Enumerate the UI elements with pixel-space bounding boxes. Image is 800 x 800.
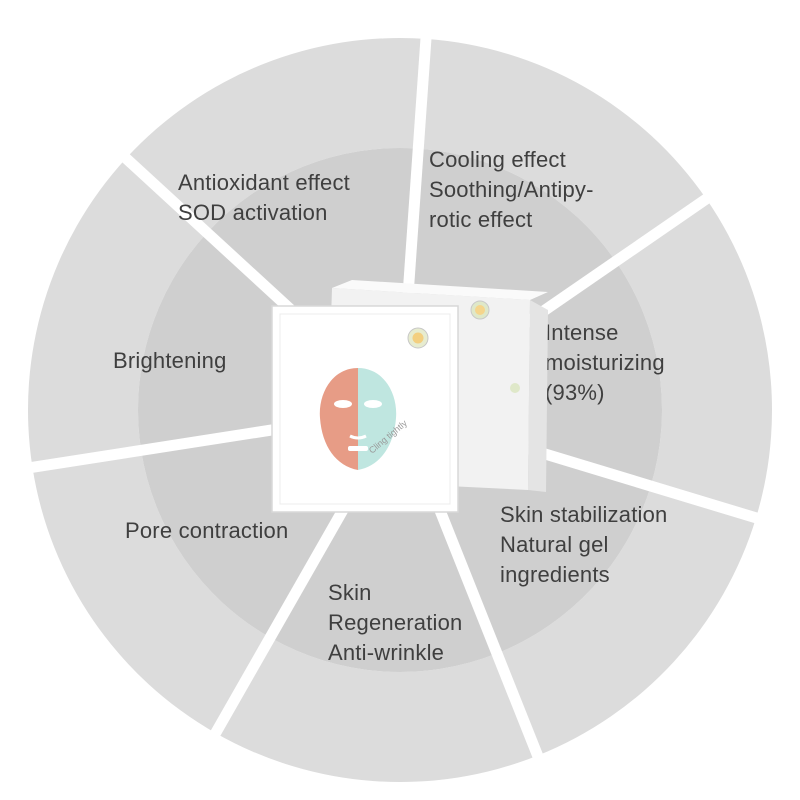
segment-label-line: Pore contraction (125, 518, 288, 543)
segment-label-line: moisturizing (545, 350, 665, 375)
segment-label-pore: Pore contraction (125, 518, 288, 543)
segment-outer-ring (215, 637, 538, 782)
hologram-seal-icon (407, 327, 429, 349)
segment-label-line: rotic effect (429, 207, 532, 232)
segment-label-line: ingredients (500, 562, 610, 587)
segment-label-moisturizing: Intense moisturizing (93%) (545, 320, 665, 405)
segment-label-line: Cooling effect (429, 147, 566, 172)
segment-label-brightening: Brightening (113, 348, 227, 373)
face-mask-icon (319, 368, 397, 470)
product-pouch: Cling tightly (271, 305, 459, 513)
segment-outer-ring (615, 198, 772, 518)
wheel-segments (27, 34, 772, 782)
segment-outer-ring (126, 38, 426, 233)
segment-label-line: Antioxidant effect (178, 170, 350, 195)
hologram-seal-icon (510, 383, 520, 393)
segment-label-line: Soothing/Antipy- (429, 177, 594, 202)
segment-label-line: Regeneration (328, 610, 463, 635)
segment-label-line: Anti-wrinkle (328, 640, 444, 665)
hologram-seal-icon (470, 300, 490, 320)
segment-outer-ring (496, 485, 757, 756)
segment-label-line: Intense (545, 320, 619, 345)
segment-label-line: Skin stabilization (500, 502, 667, 527)
segment-outer-ring (32, 450, 271, 734)
segment-outer-ring (28, 158, 208, 468)
segment-outer-ring (418, 38, 707, 262)
segment-label-line: Skin (328, 580, 372, 605)
segment-label-line: Brightening (113, 348, 227, 373)
segment-inner-ring (270, 410, 497, 672)
segment-regeneration (215, 410, 538, 782)
segment-label-line: SOD activation (178, 200, 328, 225)
segment-label-line: (93%) (545, 380, 605, 405)
segment-label-line: Natural gel (500, 532, 609, 557)
product-illustration: Cling tightly (271, 280, 548, 513)
